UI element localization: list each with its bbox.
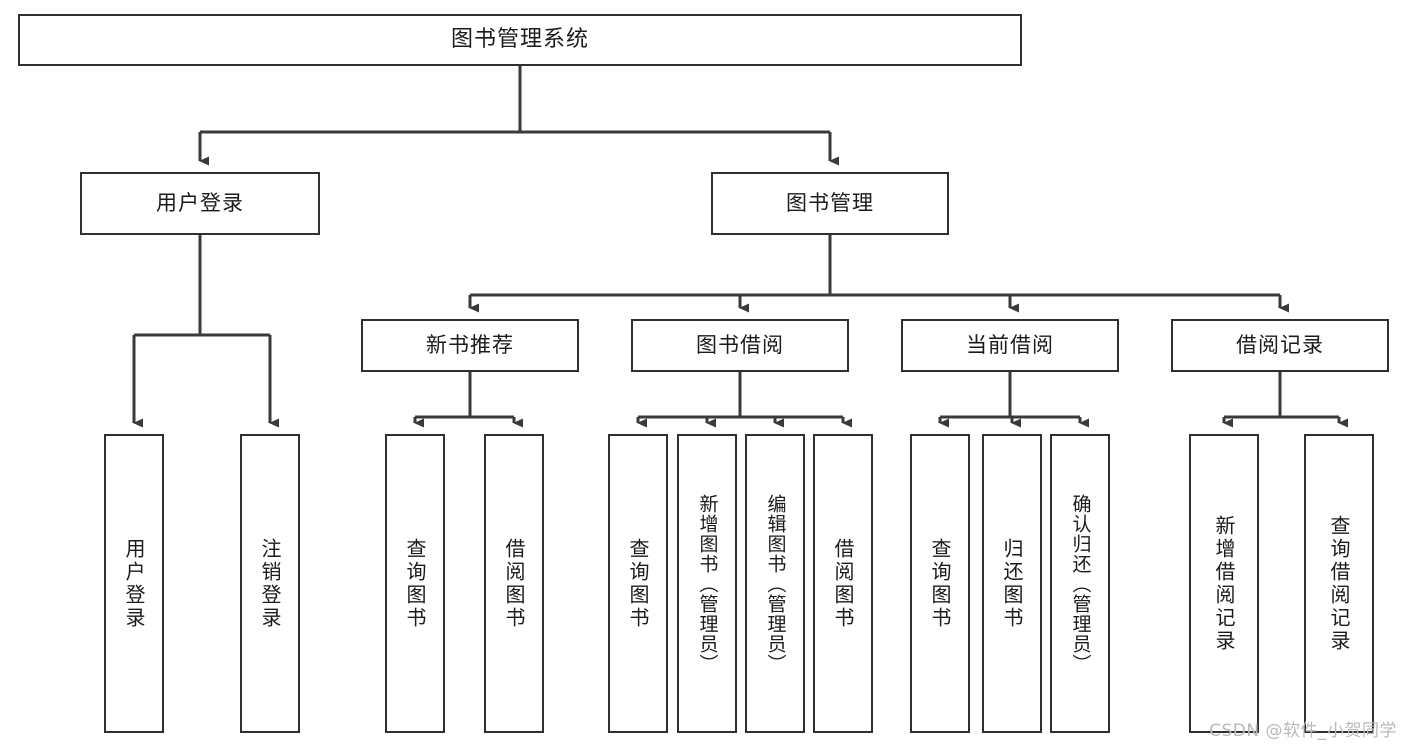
node-book-manage-label: 图书管理	[786, 190, 874, 215]
node-user-login[interactable]: 用户登录	[80, 172, 320, 235]
leaf-borrow-book-label: 借阅图书	[831, 537, 855, 630]
leaf-query-borrow-record-label: 查询借阅记录	[1327, 514, 1351, 653]
leaf-borrow-book-recommend-label: 借阅图书	[502, 537, 526, 630]
node-borrow-record-label: 借阅记录	[1236, 332, 1324, 357]
leaf-add-book-admin-label: 新增图书（管理员）	[696, 493, 719, 674]
leaf-query-book-recommend-label: 查询图书	[403, 537, 427, 630]
leaf-logout-label: 注销登录	[258, 537, 282, 630]
node-root[interactable]: 图书管理系统	[18, 14, 1022, 66]
leaf-edit-book-admin[interactable]: 编辑图书（管理员）	[745, 434, 805, 733]
leaf-edit-book-admin-label: 编辑图书（管理员）	[764, 493, 787, 674]
leaf-add-borrow-record[interactable]: 新增借阅记录	[1189, 434, 1259, 733]
watermark: CSDN @软件_小贺同学	[1209, 721, 1397, 741]
leaf-add-borrow-record-label: 新增借阅记录	[1212, 514, 1236, 653]
node-borrow-record[interactable]: 借阅记录	[1171, 319, 1389, 372]
leaf-query-book-current-label: 查询图书	[928, 537, 952, 630]
leaf-borrow-book-recommend[interactable]: 借阅图书	[484, 434, 544, 733]
leaf-query-book-current[interactable]: 查询图书	[910, 434, 970, 733]
leaf-return-book-label: 归还图书	[1000, 537, 1024, 630]
leaf-confirm-return-admin-label: 确认归还（管理员）	[1069, 493, 1092, 674]
leaf-user-login-label: 用户登录	[122, 537, 146, 630]
leaf-logout[interactable]: 注销登录	[240, 434, 300, 733]
leaf-query-book-borrow-label: 查询图书	[626, 537, 650, 630]
leaf-borrow-book[interactable]: 借阅图书	[813, 434, 873, 733]
node-book-manage[interactable]: 图书管理	[711, 172, 949, 235]
leaf-confirm-return-admin[interactable]: 确认归还（管理员）	[1050, 434, 1110, 733]
node-new-book-recommend-label: 新书推荐	[426, 332, 514, 357]
node-current-borrow[interactable]: 当前借阅	[901, 319, 1119, 372]
leaf-query-book-recommend[interactable]: 查询图书	[385, 434, 445, 733]
leaf-return-book[interactable]: 归还图书	[982, 434, 1042, 733]
node-book-borrow[interactable]: 图书借阅	[631, 319, 849, 372]
node-current-borrow-label: 当前借阅	[966, 332, 1054, 357]
leaf-query-borrow-record[interactable]: 查询借阅记录	[1304, 434, 1374, 733]
node-book-borrow-label: 图书借阅	[696, 332, 784, 357]
leaf-add-book-admin[interactable]: 新增图书（管理员）	[677, 434, 737, 733]
leaf-user-login[interactable]: 用户登录	[104, 434, 164, 733]
node-root-label: 图书管理系统	[450, 26, 589, 52]
leaf-query-book-borrow[interactable]: 查询图书	[608, 434, 668, 733]
node-user-login-label: 用户登录	[156, 190, 244, 215]
node-new-book-recommend[interactable]: 新书推荐	[361, 319, 579, 372]
